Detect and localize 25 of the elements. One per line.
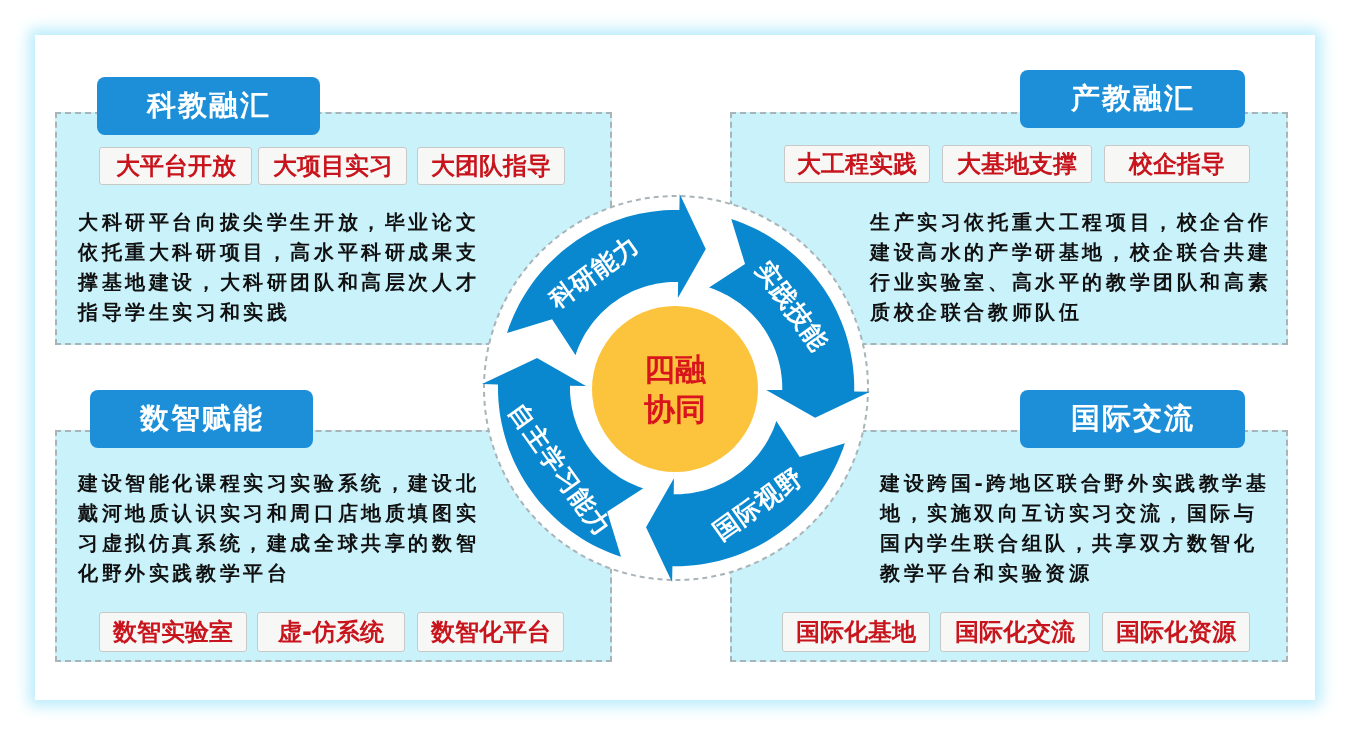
keyword-tag: 国际化交流 [940, 612, 1090, 652]
section-title: 国际交流 [1020, 390, 1245, 448]
cycle-label: 实践技能 [748, 253, 835, 358]
section-title: 数智赋能 [90, 390, 313, 448]
description-text: 大科研平台向拔尖学生开放，毕业论文依托重大科研项目，高水平科研成果支撑基地建设，大科研团队和高层次人才指导学生实习和实践 [78, 209, 481, 326]
keyword-tag: 大项目实习 [258, 147, 407, 185]
keyword-tag: 大平台开放 [99, 147, 252, 185]
keyword-tag: 校企指导 [1104, 145, 1250, 183]
keyword-tag: 虚-仿系统 [257, 612, 405, 652]
cycle-label: 科研能力 [541, 229, 646, 316]
cycle-label: 国际视野 [706, 460, 811, 548]
description-text: 建设智能化课程实习实验系统，建设北戴河地质认识实习和周口店地质填图实习虚拟仿真系统，建成全球共享的数智化野外实践教学平台 [78, 470, 481, 587]
keyword-tag: 数智化平台 [417, 612, 564, 652]
keyword-tag: 国际化基地 [782, 612, 930, 652]
cycle-label: 自主学习能力 [502, 397, 619, 544]
keyword-tag: 大工程实践 [784, 145, 930, 183]
section-title: 科教融汇 [97, 77, 320, 135]
keyword-tag: 大基地支撑 [942, 145, 1092, 183]
keyword-tag: 大团队指导 [417, 147, 565, 185]
section-title: 产教融汇 [1020, 70, 1245, 128]
center-label: 四融协同 [643, 349, 707, 429]
description-text: 生产实习依托重大工程项目，校企合作建设高水的产学研基地，校企联合共建行业实验室、高水平的教学团队和高素质校企联合教师队伍 [870, 209, 1273, 326]
keyword-tag: 国际化资源 [1102, 612, 1250, 652]
keyword-tag: 数智实验室 [99, 612, 247, 652]
description-text: 建设跨国-跨地区联合野外实践教学基地，实施双向互访实习交流，国际与国内学生联合组队，共享双方数智化教学平台和实验资源 [880, 470, 1271, 587]
